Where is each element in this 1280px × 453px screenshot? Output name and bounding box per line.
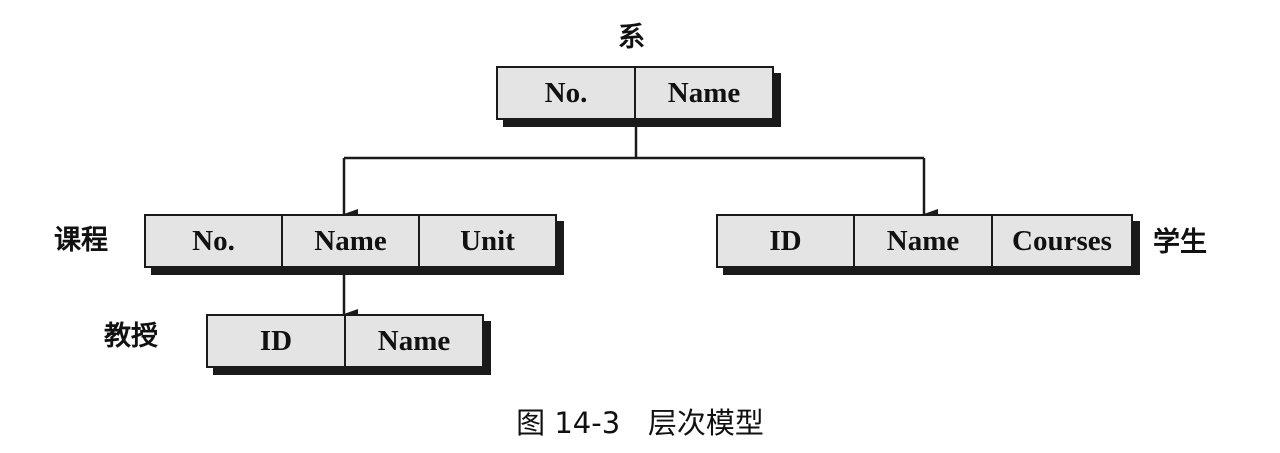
course-field-no: No. [146,216,283,266]
student-field-courses: Courses [993,216,1131,266]
department-field-name: Name [636,68,772,118]
course-field-name: Name [283,216,420,266]
professor-field-id: ID [208,316,346,366]
department-record: No. Name [496,66,774,120]
department-field-no: No. [498,68,636,118]
student-field-id: ID [718,216,855,266]
course-field-unit: Unit [420,216,555,266]
student-title: 学生 [1153,227,1207,258]
figure-caption: 图 14-3 层次模型 [516,406,764,440]
student-record: ID Name Courses [716,214,1133,268]
course-title: 课程 [54,225,108,256]
professor-field-name: Name [346,316,482,366]
department-title: 系 [618,22,645,53]
professor-title: 教授 [104,321,158,352]
student-field-name: Name [855,216,993,266]
professor-record: ID Name [206,314,484,368]
course-record: No. Name Unit [144,214,557,268]
